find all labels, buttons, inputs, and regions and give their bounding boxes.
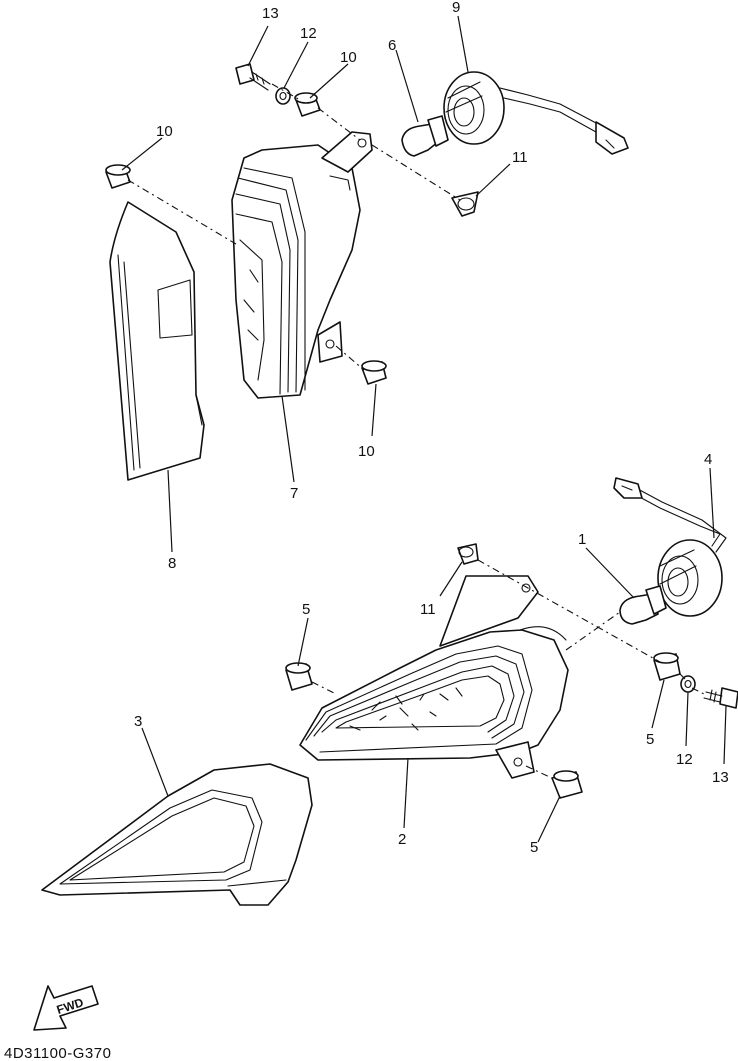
callout-11-upper: 11 — [512, 149, 528, 166]
callout-3: 3 — [134, 713, 142, 730]
callout-5-lower-right: 5 — [646, 731, 654, 748]
part-12-washer-upper — [275, 87, 291, 105]
part-3-cover-lower — [41, 763, 313, 906]
callout-6: 6 — [388, 37, 396, 54]
part-11-grommet-lower — [457, 543, 479, 565]
callout-9: 9 — [452, 0, 460, 16]
part-9-socket-upper — [443, 71, 629, 155]
assembly-lines-upper — [127, 83, 461, 371]
callout-8: 8 — [168, 555, 176, 572]
callout-12-lower: 12 — [676, 751, 693, 768]
part-1-bulb-lower — [619, 585, 667, 625]
part-11-grommet-upper — [451, 191, 479, 217]
part-5-damper-lower-a — [285, 662, 313, 691]
callout-1: 1 — [578, 531, 586, 548]
part-2-lamp-body-lower — [299, 575, 569, 779]
part-7-lamp-body-upper — [231, 131, 373, 399]
part-4-socket-lower — [613, 477, 727, 617]
drawing-code: 4D31100-G370 — [4, 1045, 111, 1061]
part-5-damper-lower-b — [653, 652, 681, 681]
assembly-lines-lower — [311, 559, 705, 781]
callout-5-lower-left: 5 — [302, 601, 310, 618]
callout-7: 7 — [290, 485, 298, 502]
callout-10-upper-left: 10 — [156, 123, 173, 140]
callout-4: 4 — [704, 451, 712, 468]
part-5-damper-lower-c — [551, 770, 583, 799]
callout-5-lower-bottom: 5 — [530, 839, 538, 856]
part-10-damper-upper-a — [105, 164, 131, 189]
callout-13-upper: 13 — [262, 5, 279, 22]
leader-lines — [121, 15, 727, 843]
fwd-arrow-icon: FWD — [33, 985, 99, 1031]
part-8-cover-upper — [109, 201, 205, 481]
callout-numbers: 13 12 10 6 9 11 10 10 7 8 4 1 11 5 5 12 … — [134, 0, 729, 856]
part-6-bulb-upper — [401, 115, 449, 157]
callout-10-upper-bottom: 10 — [358, 443, 375, 460]
part-13-screw-upper — [235, 63, 271, 91]
callout-11-lower: 11 — [420, 601, 436, 618]
part-10-damper-upper-c — [361, 360, 387, 385]
callout-2: 2 — [398, 831, 406, 848]
part-10-damper-upper-b — [294, 92, 321, 117]
callout-13-lower: 13 — [712, 769, 729, 786]
callout-10-upper-right: 10 — [340, 49, 357, 66]
part-12-washer-lower — [680, 675, 696, 693]
part-13-screw-lower — [703, 687, 738, 709]
callout-12-upper: 12 — [300, 25, 317, 42]
